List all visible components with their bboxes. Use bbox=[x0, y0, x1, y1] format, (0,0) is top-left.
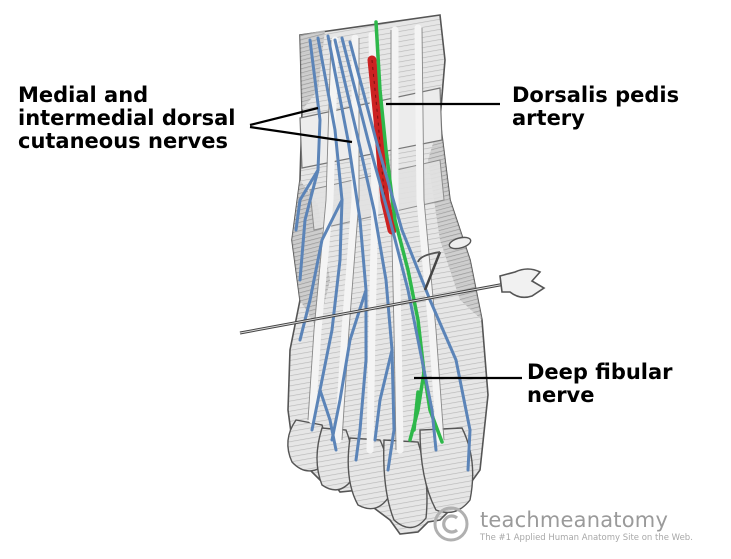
label-medial-intermedial-cutaneous-nerves: Medial and intermedial dorsal cutaneous … bbox=[18, 83, 236, 153]
copyright-circle-icon bbox=[433, 506, 469, 542]
tendon-edges bbox=[307, 27, 445, 451]
cutaneous-nerves bbox=[294, 34, 472, 472]
leader-line-medial-lower bbox=[249, 125, 353, 144]
toes bbox=[287, 419, 474, 529]
deep-fibular-nerve bbox=[374, 20, 444, 444]
watermark-tagline: The #1 Applied Human Anatomy Site on the… bbox=[480, 533, 693, 543]
label-deep-fibular-nerve: Deep fibular nerve bbox=[527, 360, 673, 407]
label-dorsalis-pedis-artery: Dorsalis pedis artery bbox=[512, 83, 680, 130]
watermark-brand: teachmeanatomy bbox=[480, 508, 669, 532]
leader-line-medial-upper bbox=[249, 106, 319, 127]
dissection-pins bbox=[239, 236, 546, 335]
leader-lines bbox=[249, 102, 522, 380]
extensor-tendons bbox=[308, 24, 444, 454]
